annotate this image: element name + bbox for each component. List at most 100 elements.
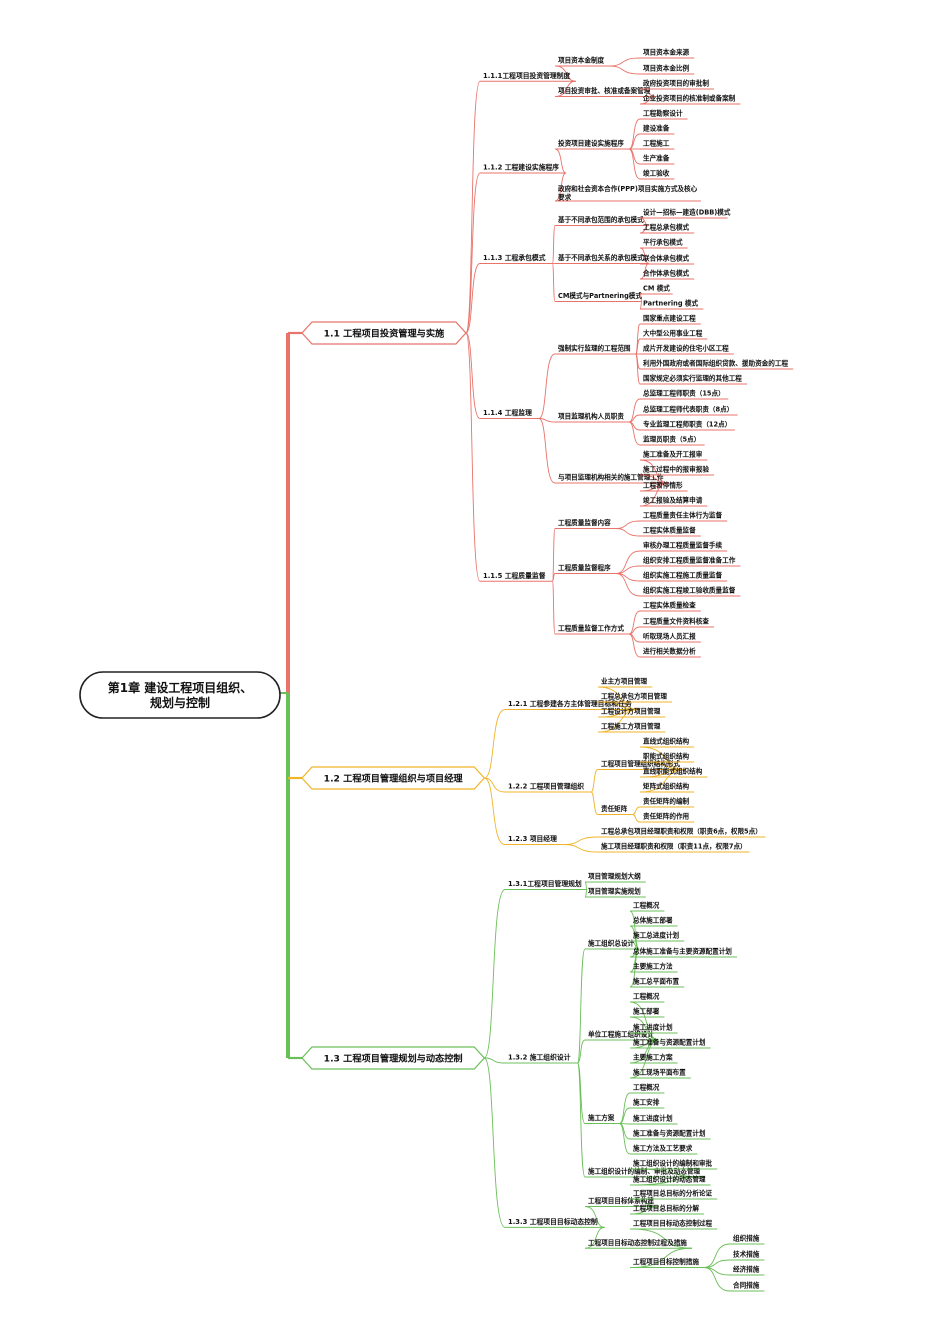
leaf-node[interactable]: 监理员职责（5点） [640,435,705,446]
leaf-node[interactable]: 组织安排工程质量监督准备工作 [640,556,741,567]
leaf-node[interactable]: 总监理工程师职责（15点） [640,389,729,400]
section-node[interactable]: 1.2 工程项目管理组织与项目经理 [301,766,486,790]
topic-node[interactable]: 1.1.5 工程质量监督 [480,571,553,582]
leaf-node[interactable]: 工程暂停情形 [640,481,688,492]
leaf-node[interactable]: 专业监理工程师职责（12点） [640,420,735,431]
leaf-node[interactable]: 工程质量文件资料核查 [640,617,714,628]
topic-node[interactable]: 1.3.2 施工组织设计 [505,1053,578,1064]
leaf-node[interactable]: 工程总承包模式 [640,223,695,234]
topic-node[interactable]: 与项目监理机构相关的施工管理工作 [555,473,669,484]
leaf-node[interactable]: 组织实施工程施工质量监督 [640,571,728,582]
leaf-node[interactable]: 大中型公用事业工程 [640,329,708,340]
topic-node[interactable]: 项目投资审批、核准或备案管理 [555,86,656,97]
leaf-node[interactable]: 合同措施 [730,1281,765,1292]
topic-node[interactable]: 1.2.2 工程项目管理组织 [505,782,592,793]
leaf-node[interactable]: 项目资本金来源 [640,48,695,59]
topic-node[interactable]: 1.1.3 工程承包模式 [480,253,553,264]
topic-node[interactable]: 1.2.3 项目经理 [505,834,564,845]
leaf-node[interactable]: 项目管理规划大纲 [585,872,646,883]
leaf-node[interactable]: 工程概况 [630,901,665,912]
leaf-node[interactable]: 施工组织设计的编制和审批 [630,1159,718,1170]
leaf-node[interactable]: 成片开发建设的住宅小区工程 [640,344,734,355]
leaf-node[interactable]: 施工进度计划 [630,1114,678,1125]
topic-node[interactable]: 工程项目目标体系构建 [585,1196,659,1207]
leaf-node[interactable]: 工程概况 [630,1083,665,1094]
topic-node[interactable]: 1.2.1 工程参建各方主体管理目标和任务 [505,699,639,710]
leaf-node[interactable]: 设计—招标—建造(DBB)模式 [640,208,731,219]
leaf-node[interactable]: 施工方法及工艺要求 [630,1144,698,1155]
leaf-node[interactable]: 平行承包模式 [640,238,688,249]
leaf-node[interactable]: 施工安排 [630,1098,665,1109]
leaf-node[interactable]: 经济措施 [730,1265,765,1276]
leaf-node[interactable]: 审核办理工程质量监督手续 [640,541,728,552]
leaf-node[interactable]: 施工现场平面布置 [630,1068,691,1079]
topic-node[interactable]: 1.3.1工程项目管理规划 [505,879,588,890]
topic-node[interactable]: 基于不同承包范围的承包模式 [555,215,649,226]
leaf-node[interactable]: 施工组织设计的动态管理 [630,1175,711,1186]
topic-node[interactable]: 工程质量监督内容 [555,518,616,529]
leaf-node[interactable]: 责任矩阵的编制 [640,797,695,808]
leaf-node[interactable]: 施工项目经理职责和权限（职责11点，权限7点） [598,842,750,853]
leaf-node[interactable]: 合作体承包模式 [640,269,695,280]
leaf-node[interactable]: 项目资本金比例 [640,64,695,75]
topic-node[interactable]: 单位工程施工组织设计 [585,1030,659,1041]
leaf-node[interactable]: 工程质量责任主体行为监督 [640,511,728,522]
section-node[interactable]: 1.1 工程项目投资管理与实施 [301,321,467,345]
leaf-node[interactable]: 施工总平面布置 [630,977,685,988]
leaf-node[interactable]: 施工准备与资源配置计划 [630,1129,711,1140]
leaf-node[interactable]: 组织实施工程竣工验收质量监督 [640,586,741,597]
topic-node[interactable]: 施工方案 [585,1113,620,1124]
leaf-node[interactable]: 生产准备 [640,154,675,165]
leaf-node[interactable]: 工程实体质量监督 [640,526,701,537]
leaf-node[interactable]: CM 模式 [640,284,673,295]
leaf-node[interactable]: 工程总承包项目经理职责和权限（职责6点，权限5点） [598,827,766,838]
leaf-node[interactable]: 施工总进度计划 [630,931,685,942]
topic-node[interactable]: 工程项目管理组织结构形式 [598,759,686,770]
leaf-node[interactable]: 直线职能式组织结构 [640,767,708,778]
section-node[interactable]: 1.3 工程项目管理规划与动态控制 [301,1046,486,1070]
leaf-node[interactable]: 工程施工方项目管理 [598,722,666,733]
leaf-node[interactable]: 总体施工部署 [630,916,678,927]
topic-node[interactable]: 1.1.4 工程监理 [480,408,539,419]
leaf-node[interactable]: 工程项目总目标的分解 [630,1204,704,1215]
leaf-node[interactable]: 听取现场人员汇报 [640,632,701,643]
leaf-node[interactable]: 项目管理实施规划 [585,887,646,898]
topic-node[interactable]: 项目监理机构人员职责 [555,412,629,423]
topic-node[interactable]: 项目资本金制度 [555,56,610,67]
topic-node[interactable]: 责任矩阵 [598,804,633,815]
leaf-node[interactable]: 矩阵式组织结构 [640,782,695,793]
leaf-node[interactable]: 工程项目总目标的分析论证 [630,1189,718,1200]
leaf-node[interactable]: 工程勘察设计 [640,109,688,120]
leaf-node[interactable]: 直线式组织结构 [640,737,695,748]
leaf-node[interactable]: 施工进度计划 [630,1023,678,1034]
leaf-node[interactable]: 施工准备与资源配置计划 [630,1038,711,1049]
leaf-node[interactable]: 施工过程中的报审报验 [640,465,714,476]
leaf-node[interactable]: 进行相关数据分析 [640,647,701,658]
topic-node[interactable]: 工程项目目标控制措施 [630,1257,704,1268]
leaf-node[interactable]: 利用外国政府或者国际组织贷款、援助资金的工程 [640,359,794,370]
topic-node[interactable]: 工程质量监督程序 [555,563,616,574]
leaf-node[interactable]: 工程实体质量检查 [640,601,701,612]
leaf-node[interactable]: 工程施工 [640,139,675,150]
topic-node[interactable]: CM模式与Partnering模式 [555,291,642,302]
leaf-node[interactable]: 工程项目目标动态控制过程 [630,1219,718,1230]
leaf-node[interactable]: 主要施工方法 [630,962,678,973]
leaf-node[interactable]: 组织措施 [730,1234,765,1245]
root-topic[interactable]: 第1章 建设工程项目组织、 规划与控制 [79,671,281,719]
leaf-node[interactable]: 总监理工程师代表职责（8点） [640,405,738,416]
topic-node[interactable]: 施工组织设计的编制、审批及动态管理 [585,1167,706,1178]
topic-node[interactable]: 强制实行监理的工程范围 [555,344,636,355]
leaf-node[interactable]: 联合体承包模式 [640,254,695,265]
leaf-node[interactable]: 建设准备 [640,124,675,135]
leaf-node[interactable]: 主要施工方案 [630,1053,678,1064]
leaf-node[interactable]: 总体施工准备与主要资源配置计划 [630,947,737,958]
topic-node[interactable]: 工程质量监督工作方式 [555,624,629,635]
leaf-node[interactable]: 竣工验收 [640,169,675,180]
topic-node[interactable]: 投资项目建设实施程序 [555,139,629,150]
topic-node[interactable]: 施工组织总设计 [585,939,640,950]
leaf-node[interactable]: 国家重点建设工程 [640,314,701,325]
topic-node[interactable]: 1.3.3 工程项目目标动态控制 [505,1217,605,1228]
leaf-node[interactable]: Partnering 模式 [640,299,704,310]
topic-node[interactable]: 1.1.1工程项目投资管理制度 [480,71,576,82]
